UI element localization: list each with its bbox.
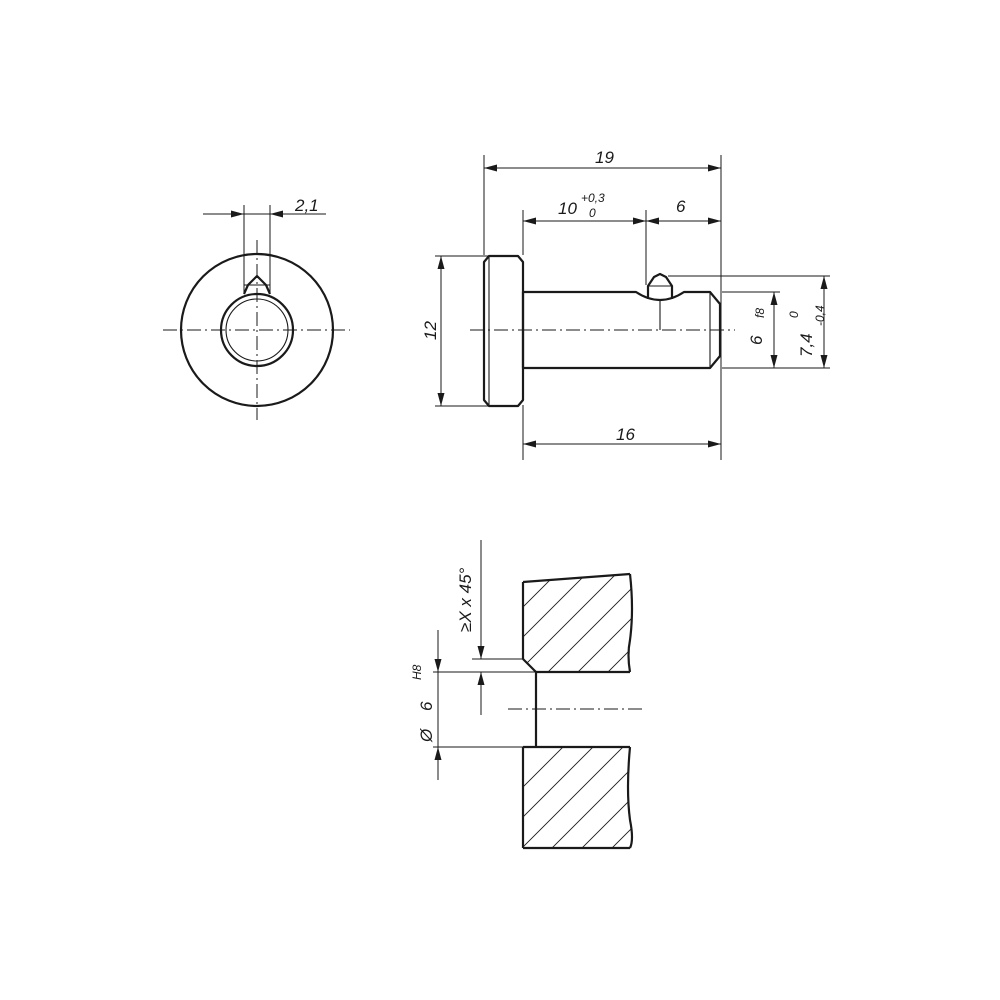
- dim-chamfer-arrow-top: [477, 646, 485, 659]
- dim-6-arrow-left: [646, 217, 659, 225]
- upper-block-top-edge: [522, 572, 631, 584]
- dim-groove-pos-tol-upper: +0,3: [581, 191, 605, 205]
- dim-shank-dia-tol: f8: [753, 308, 767, 318]
- lower-block-break-edge: [626, 746, 634, 849]
- dim-bore-label: 6: [417, 701, 436, 711]
- bore-section: ≥X x 45° Ø 6 H8: [410, 540, 642, 850]
- dim-groove-dia-tol-lower: -0,4: [813, 305, 827, 326]
- dim-shank-dia-label: 6: [747, 335, 766, 345]
- end-view-arrow-right: [270, 210, 283, 218]
- end-view-arrow-left: [231, 210, 244, 218]
- dim-chamfer-arrow-bottom: [477, 672, 485, 685]
- dim-bore-tol: H8: [410, 664, 424, 680]
- dim-10-arrow-left: [523, 217, 536, 225]
- end-view-dim-flat-label: 2,1: [294, 196, 319, 215]
- dim-groove-dia-label: 7,4: [797, 333, 816, 357]
- dim-total-length-label: 19: [595, 148, 614, 167]
- upper-block-hatching: [523, 574, 632, 672]
- side-view: 19 10 +0,3 0 6 12 6 f8 7,4 0 -0,4: [421, 148, 830, 460]
- dim-12-arrow-bottom: [437, 393, 445, 406]
- dim-groove-dia-tol-upper: 0: [787, 311, 801, 318]
- dim-19-arrow-left: [484, 164, 497, 172]
- pin-head: [482, 254, 525, 408]
- upper-block-break-edge: [627, 573, 634, 673]
- dim-head-dia-label: 12: [421, 321, 440, 340]
- dim-bore-arrow-top: [434, 659, 442, 672]
- dim-bore-arrow-bottom: [434, 747, 442, 760]
- dim-groove-pos-tol-lower: 0: [589, 206, 596, 220]
- pin-shank: [521, 290, 722, 370]
- lower-block-hatching: [523, 747, 632, 848]
- dim-shank-length-label: 16: [616, 425, 635, 444]
- dim-7-4-arrow-bottom: [820, 355, 828, 368]
- end-view: 2,1: [163, 196, 350, 420]
- dim-chamfer-label: ≥X x 45°: [456, 567, 475, 632]
- dim-7-4-arrow-top: [820, 276, 828, 289]
- dim-19-arrow-right: [708, 164, 721, 172]
- dim-groove-pos-label: 10: [558, 199, 577, 218]
- dim-16-arrow-left: [523, 440, 536, 448]
- dim-bore-prefix: Ø: [417, 727, 436, 743]
- dim-16-arrow-right: [708, 440, 721, 448]
- dim-12-arrow-top: [437, 256, 445, 269]
- dim-groove-to-end-label: 6: [676, 197, 686, 216]
- bore-chamfer: [522, 658, 537, 673]
- dim-6-arrow-right: [708, 217, 721, 225]
- dim-10-arrow-right: [633, 217, 646, 225]
- dim-6f8-arrow-top: [770, 292, 778, 305]
- dim-6f8-arrow-bottom: [770, 355, 778, 368]
